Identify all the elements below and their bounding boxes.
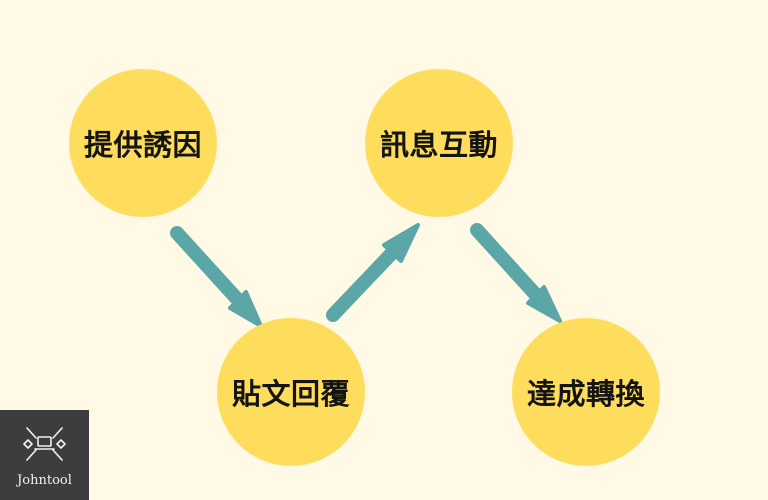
step-node-conversion: 達成轉換 — [512, 318, 660, 466]
step-label: 貼文回覆 — [231, 377, 350, 411]
step-node-reply: 貼文回覆 — [217, 318, 365, 466]
laptop-crossed-arrows-icon — [23, 427, 66, 461]
step-label: 提供誘因 — [83, 128, 202, 162]
arrow-message-to-conversion — [470, 223, 562, 323]
step-node-message: 訊息互動 — [365, 69, 513, 217]
step-label: 訊息互動 — [379, 128, 498, 162]
step-label: 達成轉換 — [526, 377, 645, 411]
arrow-reply-to-message — [326, 223, 420, 322]
logo-text: Johntool — [17, 473, 72, 488]
step-node-incentive: 提供誘因 — [69, 69, 217, 217]
arrow-incentive-to-reply — [170, 226, 263, 328]
johntool-logo: Johntool — [0, 410, 89, 500]
